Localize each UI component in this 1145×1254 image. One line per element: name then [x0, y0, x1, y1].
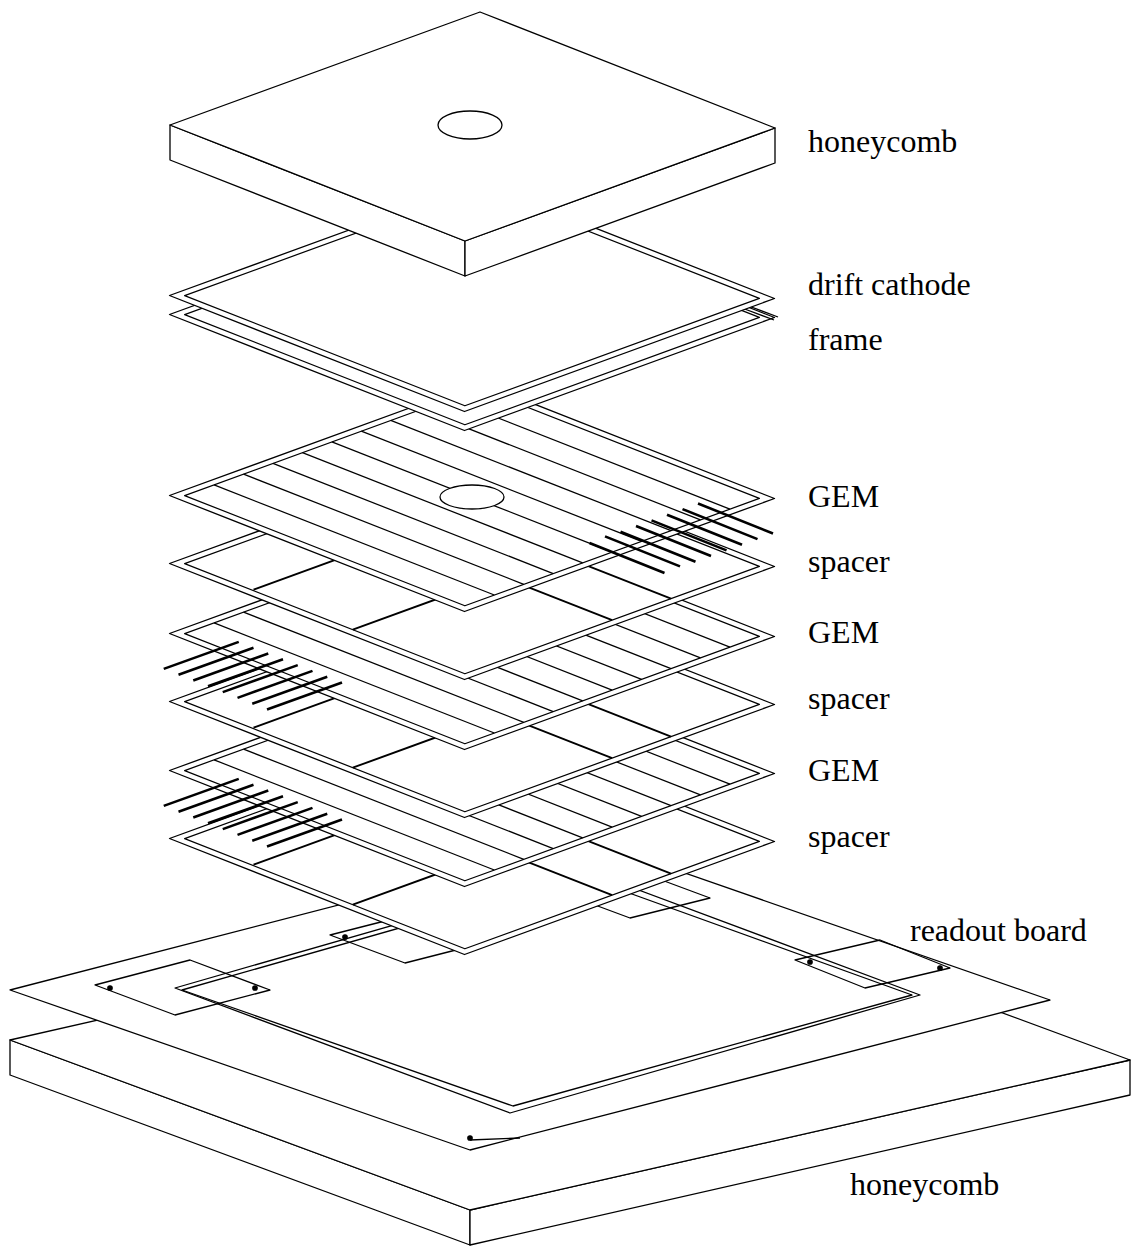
honeycomb-panel: [170, 12, 775, 276]
part-label: GEM: [808, 614, 879, 650]
part-label: spacer: [808, 680, 890, 716]
part-label: drift cathode: [808, 266, 971, 302]
part-label: honeycomb: [808, 123, 957, 159]
part-label: spacer: [808, 543, 890, 579]
part-label: honeycomb: [850, 1166, 999, 1202]
part-label: GEM: [808, 752, 879, 788]
part-label: readout board: [910, 912, 1087, 948]
part-label: GEM: [808, 478, 879, 514]
part-label: spacer: [808, 818, 890, 854]
part-label: frame: [808, 321, 883, 357]
